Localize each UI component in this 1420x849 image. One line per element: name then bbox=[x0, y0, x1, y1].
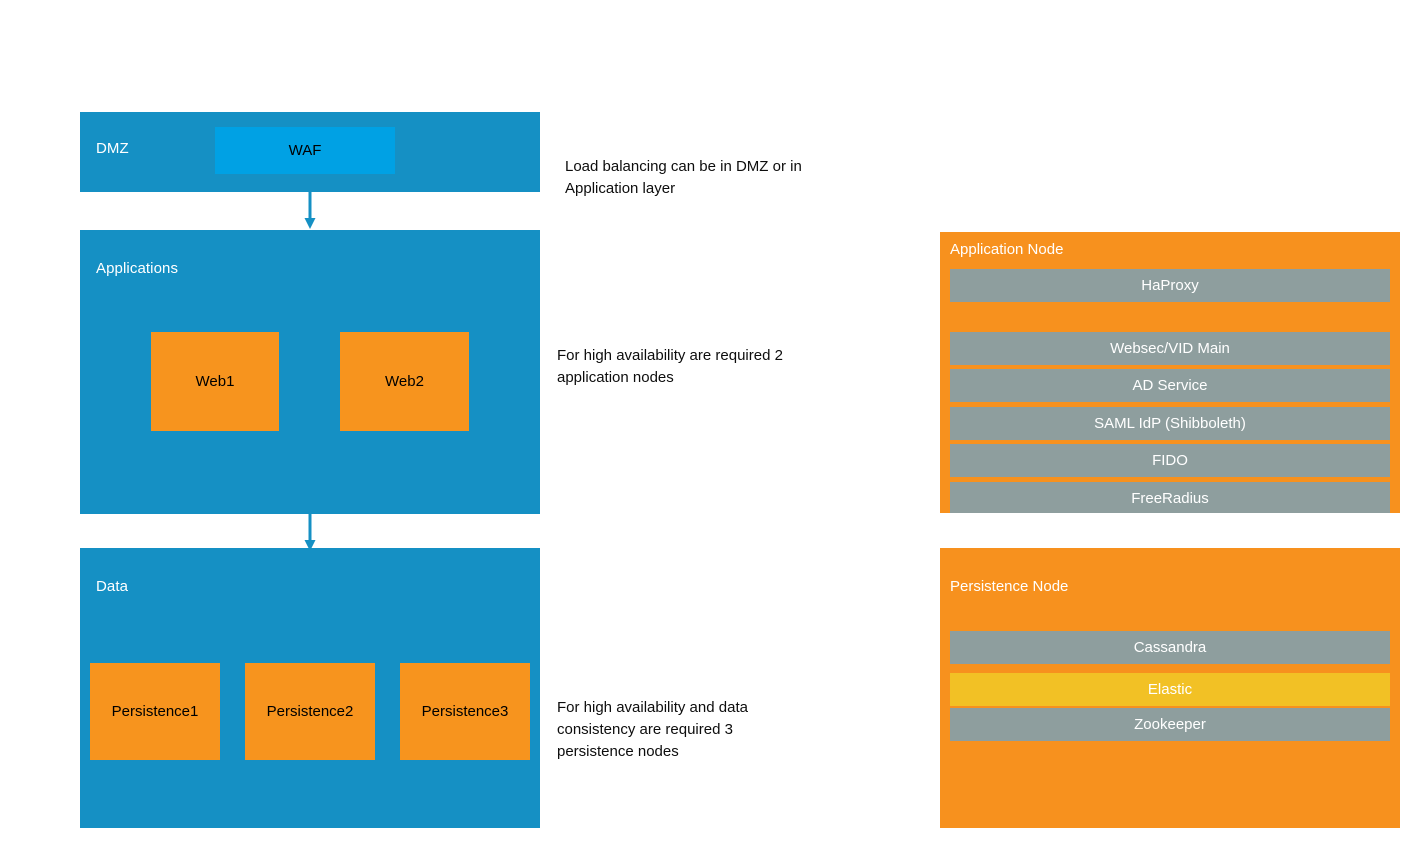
service-websec-vid-main-label: Websec/VID Main bbox=[1110, 339, 1230, 357]
box-persistence3[interactable]: Persistence3 bbox=[400, 663, 530, 760]
box-persistence2[interactable]: Persistence2 bbox=[245, 663, 375, 760]
service-haproxy-label: HaProxy bbox=[1141, 276, 1199, 294]
service-saml-idp-label: SAML IdP (Shibboleth) bbox=[1094, 414, 1246, 432]
box-persistence2-label: Persistence2 bbox=[266, 703, 354, 720]
box-persistence1-label: Persistence1 bbox=[111, 703, 199, 720]
panel-application-node-label: Application Node bbox=[950, 241, 1064, 258]
service-zookeeper-label: Zookeeper bbox=[1134, 715, 1206, 733]
box-waf[interactable]: WAF bbox=[215, 127, 395, 174]
box-web1-label: Web1 bbox=[195, 373, 235, 390]
box-waf-label: WAF bbox=[288, 142, 322, 159]
zone-applications-label: Applications bbox=[96, 260, 179, 277]
box-web2-label: Web2 bbox=[385, 373, 424, 390]
note-application-nodes: For high availability are required 2 app… bbox=[557, 347, 783, 386]
service-ad-service[interactable]: AD Service bbox=[950, 369, 1390, 402]
box-web2[interactable]: Web2 bbox=[340, 332, 469, 431]
service-zookeeper[interactable]: Zookeeper bbox=[950, 708, 1390, 741]
service-saml-idp[interactable]: SAML IdP (Shibboleth) bbox=[950, 407, 1390, 440]
box-persistence1[interactable]: Persistence1 bbox=[90, 663, 220, 760]
note-persistence-nodes: For high availability and data consisten… bbox=[557, 699, 748, 760]
service-freeradius[interactable]: FreeRadius bbox=[950, 482, 1390, 513]
service-elastic[interactable]: Elastic bbox=[950, 673, 1390, 706]
zone-dmz-title-layer: DMZ bbox=[96, 140, 129, 157]
connector-applications-to-data bbox=[296, 514, 324, 552]
service-fido-label: FIDO bbox=[1152, 451, 1188, 469]
panel-application-node[interactable]: Application Node HaProxy Websec/VID Main… bbox=[940, 232, 1400, 513]
connector-dmz-to-applications bbox=[296, 192, 324, 230]
service-elastic-label: Elastic bbox=[1147, 680, 1193, 698]
service-websec-vid-main[interactable]: Websec/VID Main bbox=[950, 332, 1390, 365]
zone-data-label: Data bbox=[96, 578, 129, 595]
panel-persistence-node-label: Persistence Node bbox=[950, 578, 1069, 595]
box-web1[interactable]: Web1 bbox=[151, 332, 279, 431]
service-freeradius-label: FreeRadius bbox=[1131, 489, 1209, 507]
service-ad-service-label: AD Service bbox=[1132, 376, 1208, 394]
box-persistence3-label: Persistence3 bbox=[421, 703, 509, 720]
service-cassandra[interactable]: Cassandra bbox=[950, 631, 1390, 664]
note-load-balancing: Load balancing can be in DMZ or in Appli… bbox=[565, 158, 802, 197]
service-haproxy[interactable]: HaProxy bbox=[950, 269, 1390, 302]
service-fido[interactable]: FIDO bbox=[950, 444, 1390, 477]
panel-persistence-node[interactable]: Persistence Node Cassandra Elastic Zooke… bbox=[940, 548, 1400, 828]
service-cassandra-label: Cassandra bbox=[1133, 638, 1207, 656]
